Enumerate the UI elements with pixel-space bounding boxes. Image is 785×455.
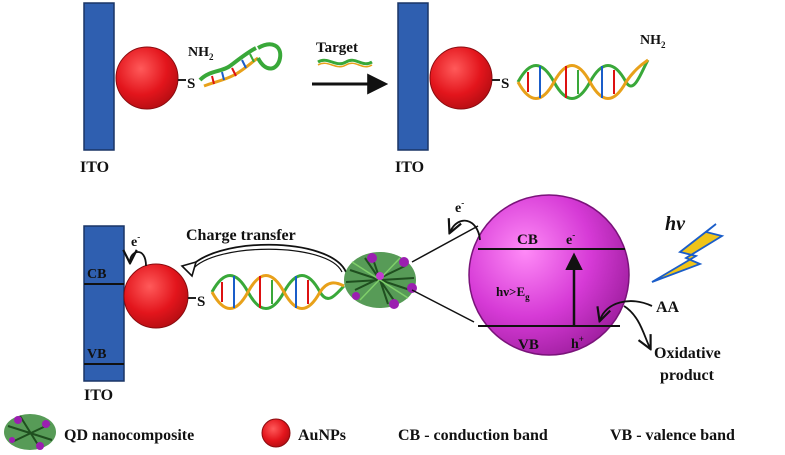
qd-hole-label: h+ bbox=[571, 334, 584, 352]
qd-sphere bbox=[468, 194, 630, 356]
probe-end-label: NH2 bbox=[188, 45, 214, 62]
target-arrow-group: Target bbox=[312, 40, 389, 95]
aunp-top-left bbox=[115, 46, 179, 110]
aunp-top-right bbox=[429, 46, 493, 110]
dsdna-duplex-top bbox=[516, 58, 650, 100]
aunp-bottom bbox=[123, 263, 189, 329]
legend-vb-def: VB - valence band bbox=[610, 427, 735, 444]
electron-label-qd: e- bbox=[455, 198, 464, 216]
hairpin-dna-probe bbox=[198, 42, 283, 88]
bottom-assembly: CB VB ITO e- S Charge transfer bbox=[83, 194, 725, 404]
electrode-cb-label: CB bbox=[87, 267, 106, 282]
dsdna-duplex-bottom bbox=[210, 274, 346, 310]
qd-nanocomposite-bottom bbox=[344, 252, 417, 309]
electron-label-left: e- bbox=[131, 232, 140, 250]
qd-cb-label: CB bbox=[517, 232, 538, 248]
zoom-line-top bbox=[411, 225, 479, 263]
oxidative-label: Oxidative bbox=[654, 345, 721, 362]
charge-transfer-arrowhead bbox=[180, 260, 198, 278]
charge-transfer-arc bbox=[187, 243, 347, 273]
thiol-label-top-left: S bbox=[187, 76, 195, 92]
electron-out-arrow bbox=[450, 221, 481, 241]
zoom-line-bottom bbox=[411, 289, 475, 323]
ito-electrode-bottom bbox=[83, 225, 125, 382]
ito-label-bottom: ITO bbox=[84, 387, 113, 404]
product-label: product bbox=[660, 367, 715, 384]
legend-qd-icon bbox=[4, 414, 56, 450]
lightning-icon bbox=[651, 223, 725, 283]
qd-energy-label: hν>Eg bbox=[496, 284, 530, 302]
target-arrow-label: Target bbox=[316, 40, 358, 56]
target-strand bbox=[317, 58, 373, 66]
ito-electrode-top-left bbox=[83, 2, 115, 151]
thiol-label-bottom: S bbox=[197, 294, 205, 310]
qd-vb-label: VB bbox=[518, 337, 539, 353]
electron-to-electrode-arrow bbox=[130, 252, 147, 267]
ito-label-top-right: ITO bbox=[395, 159, 424, 176]
legend-aunp-label: AuNPs bbox=[298, 427, 346, 444]
top-right-assembly: S NH2 ITO bbox=[395, 2, 666, 176]
hole-scavenge-arrow bbox=[600, 300, 653, 320]
product-end-label: NH2 bbox=[640, 33, 666, 50]
top-left-assembly: S NH2 ITO bbox=[80, 2, 283, 176]
ito-electrode-top-right bbox=[397, 2, 429, 151]
legend-aunp-icon bbox=[261, 418, 291, 448]
aa-label: AA bbox=[656, 299, 680, 316]
legend-cb-def: CB - conduction band bbox=[398, 427, 548, 444]
thiol-label-top-right: S bbox=[501, 76, 509, 92]
electrode-vb-label: VB bbox=[87, 347, 106, 362]
legend-qd-label: QD nanocomposite bbox=[64, 427, 194, 444]
ito-label-top-left: ITO bbox=[80, 159, 109, 176]
qd-electron-label: e- bbox=[566, 230, 575, 248]
light-label: hν bbox=[665, 213, 686, 235]
legend: QD nanocomposite AuNPs CB - conduction b… bbox=[4, 414, 735, 450]
charge-transfer-label: Charge transfer bbox=[186, 227, 296, 244]
oxidation-arrow bbox=[623, 305, 650, 348]
